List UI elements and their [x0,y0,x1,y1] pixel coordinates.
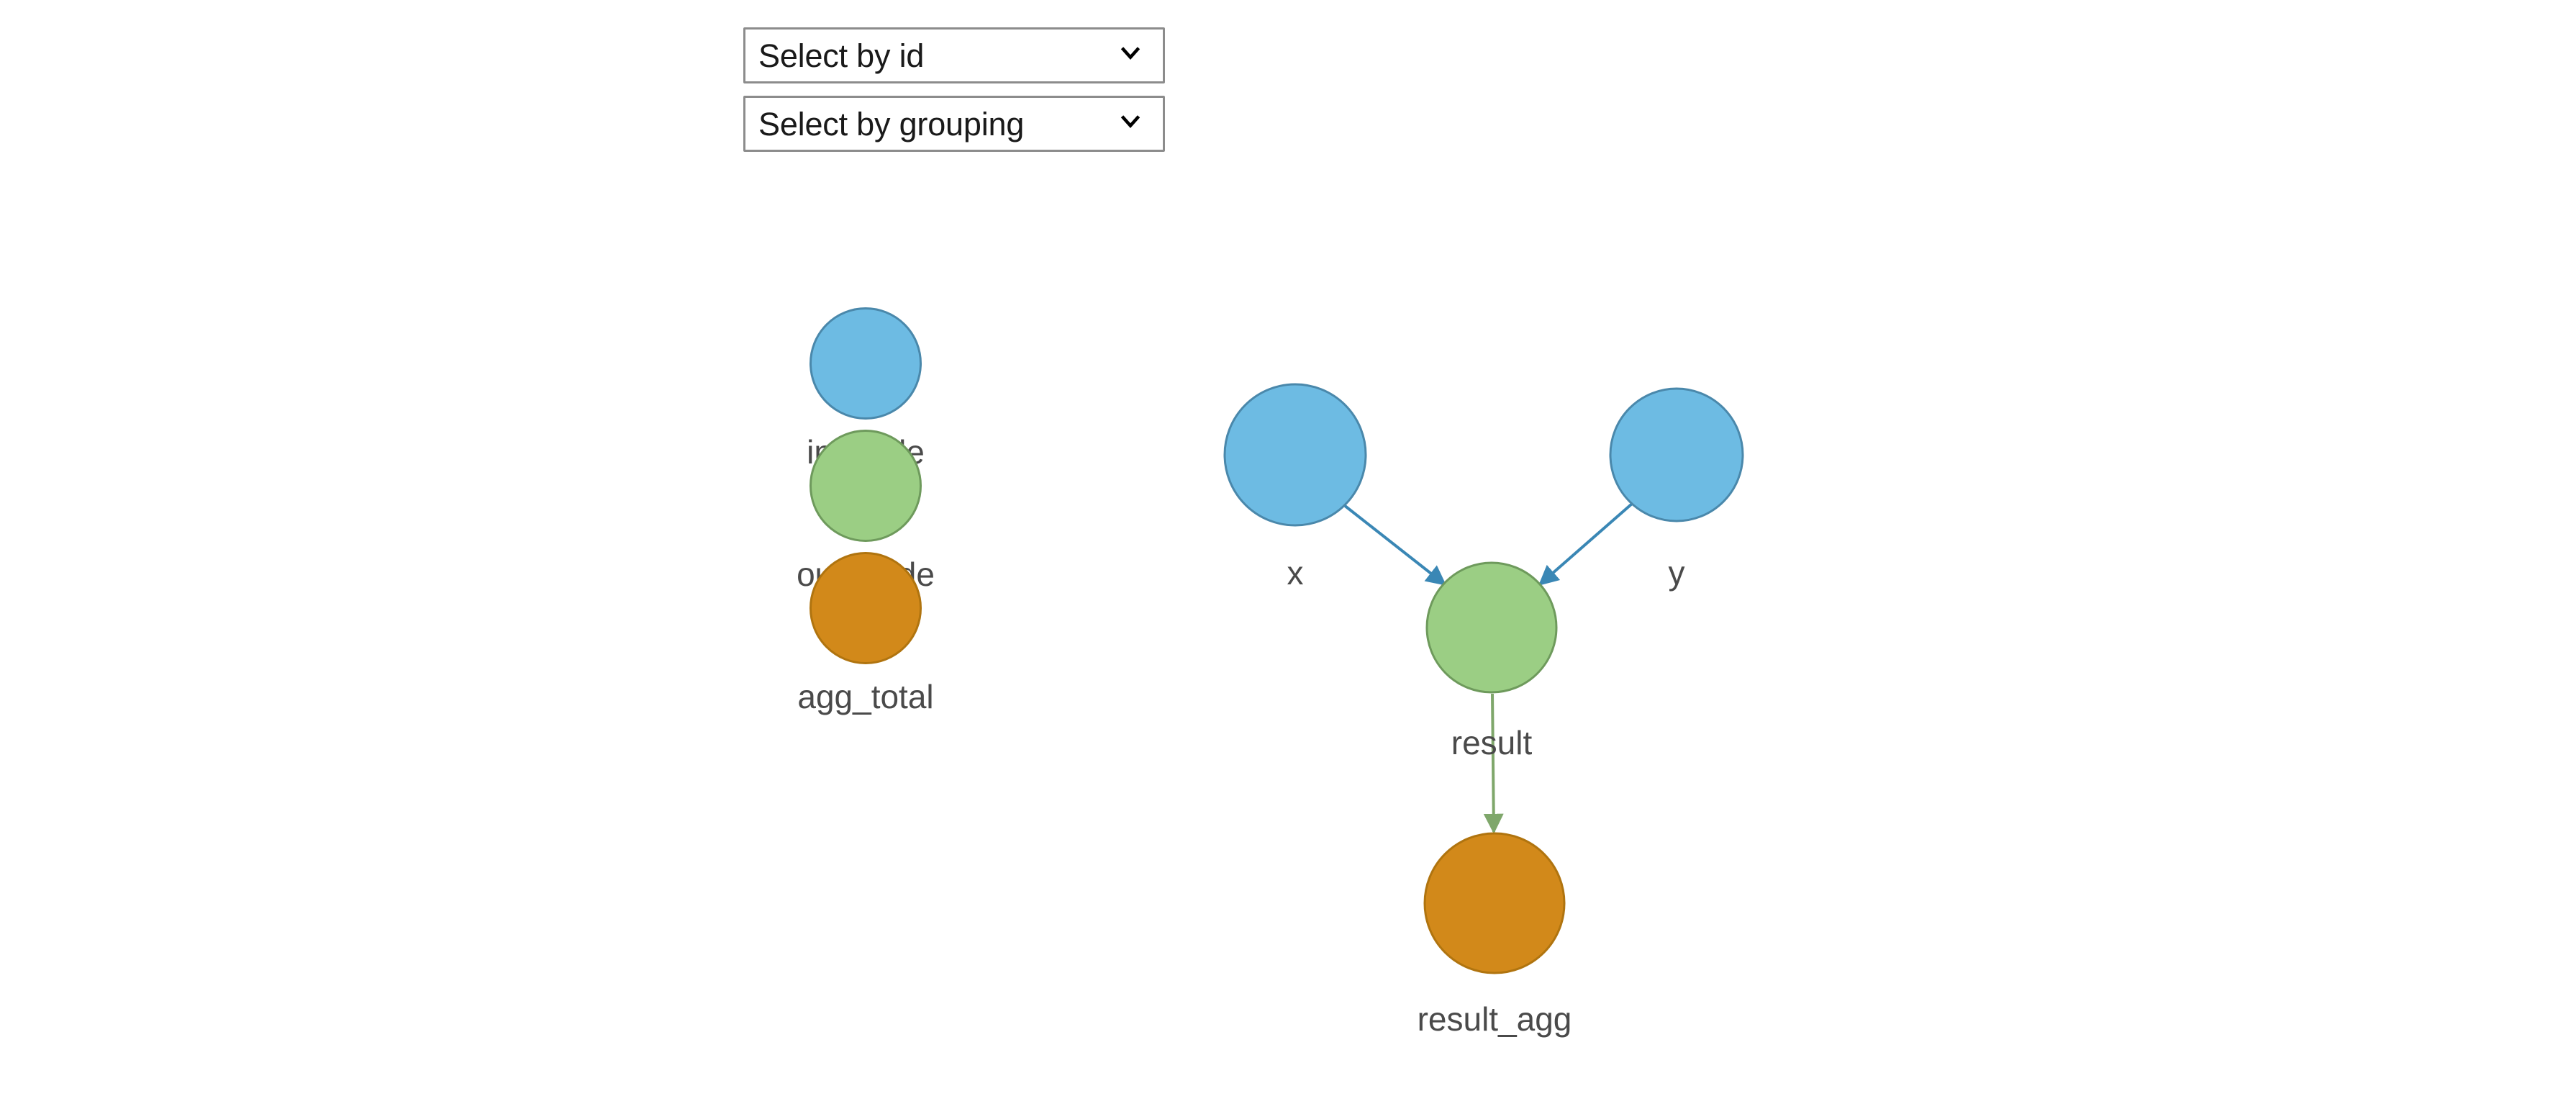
graph-node-x[interactable] [1223,383,1367,527]
agg-total-swatch-icon [809,552,922,664]
edge-y-to-result[interactable] [1538,502,1633,586]
select-by-id[interactable]: Select by id [743,27,1165,83]
graph-node-result-agg[interactable] [1423,832,1566,974]
legend-item-agg-total[interactable]: agg_total [722,552,1010,713]
graph-node-label-y: y [1669,554,1685,592]
graph-node-label-result-agg: result_agg [1418,1000,1572,1038]
edge-x-to-result[interactable] [1343,504,1447,586]
select-by-grouping-value: Select by grouping [758,105,1025,142]
select-by-id-value: Select by id [758,37,925,74]
legend-label-agg-total: agg_total [797,678,934,715]
edge-result-to-result-agg[interactable] [1483,693,1504,834]
graph-node-label-result: result [1451,724,1533,761]
graph-node-labels: x y result result_agg [1287,554,1685,1038]
graph-nodes [1223,383,1744,974]
controls-panel: Select by id Select by grouping [743,27,1165,152]
graph-node-label-x: x [1287,554,1304,592]
graph-node-y[interactable] [1609,387,1744,522]
out-node-swatch-icon [809,430,922,542]
graph-node-result[interactable] [1425,561,1558,694]
graph-edges [1343,502,1633,834]
select-by-grouping[interactable]: Select by grouping [743,96,1165,152]
in-node-swatch-icon [809,307,922,420]
